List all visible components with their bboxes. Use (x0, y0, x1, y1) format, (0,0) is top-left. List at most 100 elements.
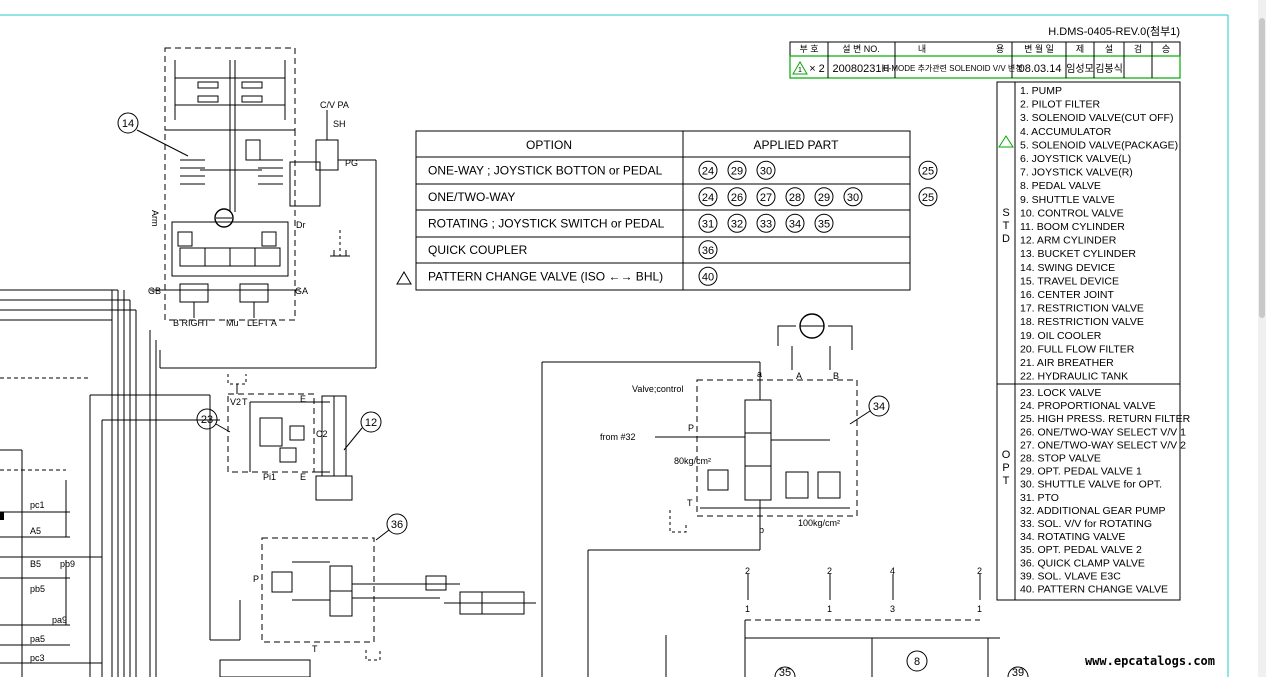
label-n2c: 2 (977, 566, 982, 576)
rev-by2: 김봉식 (1095, 63, 1123, 75)
svg-text:35: 35 (779, 667, 791, 677)
part-balloon (727, 160, 747, 180)
opt-part-item: 27. ONE/TWO-WAY SELECT V/V 2 (1020, 439, 1186, 451)
label-b5: B5 (30, 559, 41, 569)
pilot-lines-bottom (665, 574, 1000, 677)
std-part-item: 2. PILOT FILTER (1020, 99, 1101, 111)
pattern-warning-triangle-icon (396, 271, 412, 285)
opt-part-item: 24. PROPORTIONAL VALVE (1020, 400, 1156, 412)
option-table: OPTION APPLIED PART ONE-WAY ; JOYSTICK B… (396, 130, 938, 291)
part-balloon-label: 32 (731, 218, 743, 230)
rev-header-content-b: 용 (996, 44, 1004, 54)
label-pi1: Pi1 (263, 472, 276, 482)
std-part-item: 5. SOLENOID VALVE(PACKAGE) (1020, 139, 1178, 151)
balloon-35: 35 (774, 666, 796, 677)
part-balloon (756, 187, 776, 207)
std-part-item: 1. PUMP (1020, 85, 1062, 97)
option-row-label: PATTERN CHANGE VALVE (ISO ←→ BHL) (428, 269, 663, 283)
part-balloon (814, 213, 834, 233)
label-n3: 3 (890, 604, 895, 614)
scrollbar-thumb[interactable] (1259, 18, 1265, 318)
option-row-label: ROTATING ; JOYSTICK SWITCH or PEDAL (428, 216, 665, 230)
label-t-port: T (687, 498, 693, 508)
rev-no: 20080231H (833, 63, 890, 75)
extra-part-balloon (918, 160, 938, 180)
std-part-item: 12. ARM CYLINDER (1020, 235, 1117, 247)
std-part-item: 11. BOOM CYLINDER (1020, 221, 1125, 233)
label-b-small: b (759, 525, 764, 535)
label-pc1: pc1 (30, 500, 45, 510)
part-balloon (756, 160, 776, 180)
part-balloon (814, 187, 834, 207)
label-n1a: 1 (745, 604, 750, 614)
rev-mark: 1 (798, 67, 802, 74)
part-balloon (698, 213, 718, 233)
std-part-item: 19. OIL COOLER (1020, 330, 1102, 342)
std-side-label: S (1002, 207, 1009, 219)
label-arm: Arm (150, 210, 160, 227)
vertical-scrollbar[interactable] (1258, 0, 1266, 677)
label-n2a: 2 (745, 566, 750, 576)
arm-cylinder (315, 395, 353, 501)
balloon-36: 36 (375, 513, 408, 541)
label-p-port: P (688, 423, 694, 433)
balloon-12: 12 (343, 411, 382, 451)
opt-part-item: 23. LOCK VALVE (1020, 387, 1101, 399)
label-v2: V2 (230, 397, 241, 407)
quick-clamp-unit (261, 537, 536, 661)
part-balloon-label: 27 (760, 192, 772, 204)
balloon-34: 34 (849, 395, 890, 425)
label-a-port: A (796, 371, 802, 381)
std-part-item: 18. RESTRICTION VALVE (1020, 316, 1144, 328)
swing-device-unit (150, 47, 377, 368)
opt-side-label: P (1002, 462, 1009, 474)
label-t36: T (312, 644, 318, 654)
label-gb: GB (148, 286, 161, 296)
option-row-label: QUICK COUPLER (428, 243, 528, 257)
part-balloon-label: 24 (702, 192, 714, 204)
part-balloon (698, 187, 718, 207)
rev-triangle-icon (792, 61, 808, 75)
label-pa9: pa9 (52, 615, 67, 625)
rev-header-no: 설 변 NO. (842, 44, 880, 54)
rev-header-approve: 승 (1162, 44, 1170, 54)
label-p80: 80kg/cm² (674, 456, 711, 466)
part-balloon (756, 213, 776, 233)
svg-text:34: 34 (873, 401, 885, 413)
label-pb5: pb5 (30, 584, 45, 594)
label-cvpa: C/V PA (320, 100, 349, 110)
opt-part-item: 25. HIGH PRESS. RETURN FILTER (1020, 413, 1191, 425)
svg-text:12: 12 (365, 417, 377, 429)
part-balloon-label: 33 (760, 218, 772, 230)
rev-count: × 2 (809, 63, 825, 75)
balloon-23: 23 (196, 408, 231, 433)
opt-side-label: T (1003, 475, 1010, 487)
part-balloon-label: 29 (818, 192, 830, 204)
opt-part-item: 39. SOL. VLAVE E3C (1020, 570, 1121, 582)
label-a-small: a (757, 369, 762, 379)
opt-part-item: 33. SOL. V/V for ROTATING (1020, 518, 1152, 530)
label-n2b: 2 (827, 566, 832, 576)
std-part-item: 3. SOLENOID VALVE(CUT OFF) (1020, 112, 1173, 124)
opt-part-item: 34. ROTATING VALVE (1020, 531, 1125, 543)
std-part-item: 17. RESTRICTION VALVE (1020, 303, 1144, 315)
rev-date: '08.03.14 (1017, 63, 1062, 75)
std-part-item: 22. HYDRAULIC TANK (1020, 371, 1128, 383)
watermark: www.epcatalogs.com (1085, 654, 1215, 668)
label-from32: from #32 (600, 432, 636, 442)
opt-part-item: 29. OPT. PEDAL VALVE 1 (1020, 466, 1142, 478)
balloon-8: 8 (906, 650, 928, 672)
part-balloon-label: 30 (847, 192, 859, 204)
part-balloon (843, 187, 863, 207)
part-balloon-label: 40 (702, 271, 714, 283)
revision-table: 부 호 설 변 NO. 내 용 변 월 일 제 설 검 승 1 × 2 2008… (789, 41, 1181, 79)
label-sh: SH (333, 119, 346, 129)
svg-text:8: 8 (914, 656, 920, 668)
label-valve-control: Valve;control (632, 384, 683, 394)
part-balloon-label: 26 (731, 192, 743, 204)
part-balloon-label: 29 (731, 165, 743, 177)
parts-warning-triangle-icon (998, 135, 1014, 148)
label-pg: PG (345, 158, 358, 168)
